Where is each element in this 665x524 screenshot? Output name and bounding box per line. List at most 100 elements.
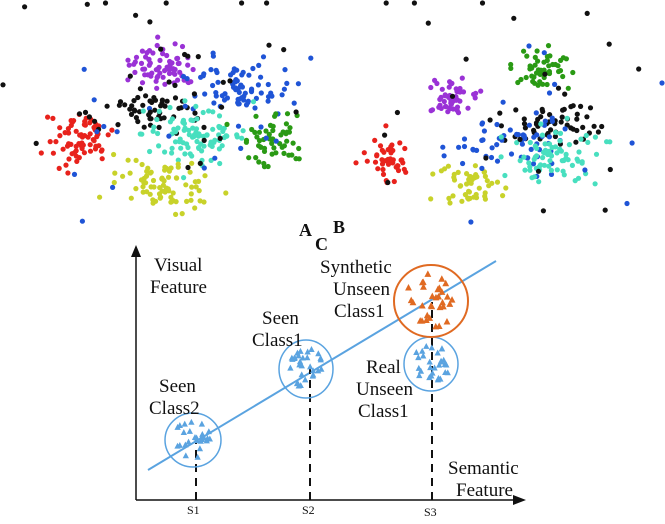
blue-point <box>548 171 555 177</box>
purple-point <box>169 60 175 66</box>
green-point <box>273 150 279 156</box>
blue-point <box>460 160 466 167</box>
black-point <box>192 110 198 116</box>
blue-point <box>481 128 487 134</box>
cyan-point <box>554 150 560 156</box>
purple-point <box>126 62 132 68</box>
blue-point <box>528 146 534 152</box>
blue-point <box>212 155 218 161</box>
cyan-point <box>169 145 175 151</box>
seen-class1-ellipse <box>278 339 334 399</box>
purple-point <box>428 84 434 91</box>
triangle-point <box>297 347 304 354</box>
cyan-point <box>156 143 162 149</box>
red-point <box>385 161 392 167</box>
blue-point <box>468 219 474 225</box>
green-point <box>256 129 262 135</box>
blue-point <box>508 151 515 157</box>
purple-point <box>150 50 156 56</box>
cyan-point <box>210 126 216 132</box>
triangle-point <box>427 364 434 371</box>
olive-point <box>112 170 118 176</box>
green-point <box>284 138 290 144</box>
triangle-point <box>444 369 451 376</box>
tick-s1: S1 <box>187 503 200 517</box>
purple-point <box>155 34 161 40</box>
triangle-point <box>426 374 433 381</box>
green-point <box>293 156 299 162</box>
green-point <box>558 57 564 64</box>
purple-point <box>448 81 454 87</box>
black-point <box>511 15 517 21</box>
triangle-point <box>295 352 302 359</box>
black-point <box>385 179 391 186</box>
black-point <box>201 137 207 143</box>
olive-point <box>111 151 117 158</box>
purple-point <box>125 57 131 63</box>
olive-point <box>503 185 509 191</box>
red-point <box>109 127 115 133</box>
x-axis-arrow-icon <box>513 495 526 505</box>
cyan-point <box>150 128 156 134</box>
cyan-point <box>210 109 216 115</box>
olive-point <box>173 211 179 217</box>
cyan-point <box>172 139 179 145</box>
red-point <box>377 143 384 149</box>
red-point <box>66 141 72 147</box>
red-point <box>45 114 51 120</box>
purple-point <box>157 57 163 64</box>
green-point <box>523 74 529 81</box>
olive-point <box>175 161 181 167</box>
cyan-point <box>576 149 582 155</box>
blue-point <box>242 90 248 96</box>
red-point <box>402 145 408 152</box>
triangle-point <box>194 453 201 460</box>
red-point <box>397 140 403 146</box>
black-point <box>197 160 203 166</box>
green-point <box>524 53 530 59</box>
black-point <box>425 20 431 26</box>
black-point <box>522 125 529 131</box>
blue-point <box>239 84 245 90</box>
cyan-point <box>546 163 552 169</box>
cyan-point <box>536 179 542 185</box>
blue-point <box>308 55 314 61</box>
red-point <box>395 167 402 174</box>
blue-point <box>202 91 208 97</box>
blue-point <box>110 184 116 190</box>
red-point <box>353 160 359 166</box>
olive-point <box>468 180 474 186</box>
blue-point <box>258 74 264 80</box>
cyan-point <box>190 125 196 131</box>
black-point <box>131 107 137 113</box>
blue-point <box>291 100 297 106</box>
blue-point <box>241 97 247 103</box>
blue-point <box>546 134 553 140</box>
cyan-point <box>583 132 589 139</box>
cyan-point <box>592 134 599 140</box>
green-point <box>534 48 540 54</box>
cyan-point <box>553 129 559 135</box>
red-point <box>80 142 86 148</box>
synthetic-unseen-ellipse <box>393 264 469 338</box>
green-point <box>267 136 273 142</box>
black-point <box>115 122 121 128</box>
triangle-point <box>304 348 311 355</box>
purple-point <box>443 104 449 110</box>
purple-point <box>438 105 444 111</box>
cyan-point <box>193 103 199 109</box>
triangle-point <box>297 382 304 389</box>
red-point <box>99 156 105 162</box>
black-point <box>92 118 98 124</box>
purple-point <box>457 98 463 104</box>
blue-point <box>250 65 256 72</box>
cyan-point <box>182 125 188 131</box>
cyan-point <box>521 154 527 160</box>
purple-point <box>175 77 181 83</box>
black-point <box>521 116 527 122</box>
triangle-point <box>446 300 454 307</box>
blue-point <box>526 122 533 128</box>
cyan-point <box>169 150 175 156</box>
cyan-point <box>184 141 190 147</box>
triangle-point <box>299 354 306 361</box>
